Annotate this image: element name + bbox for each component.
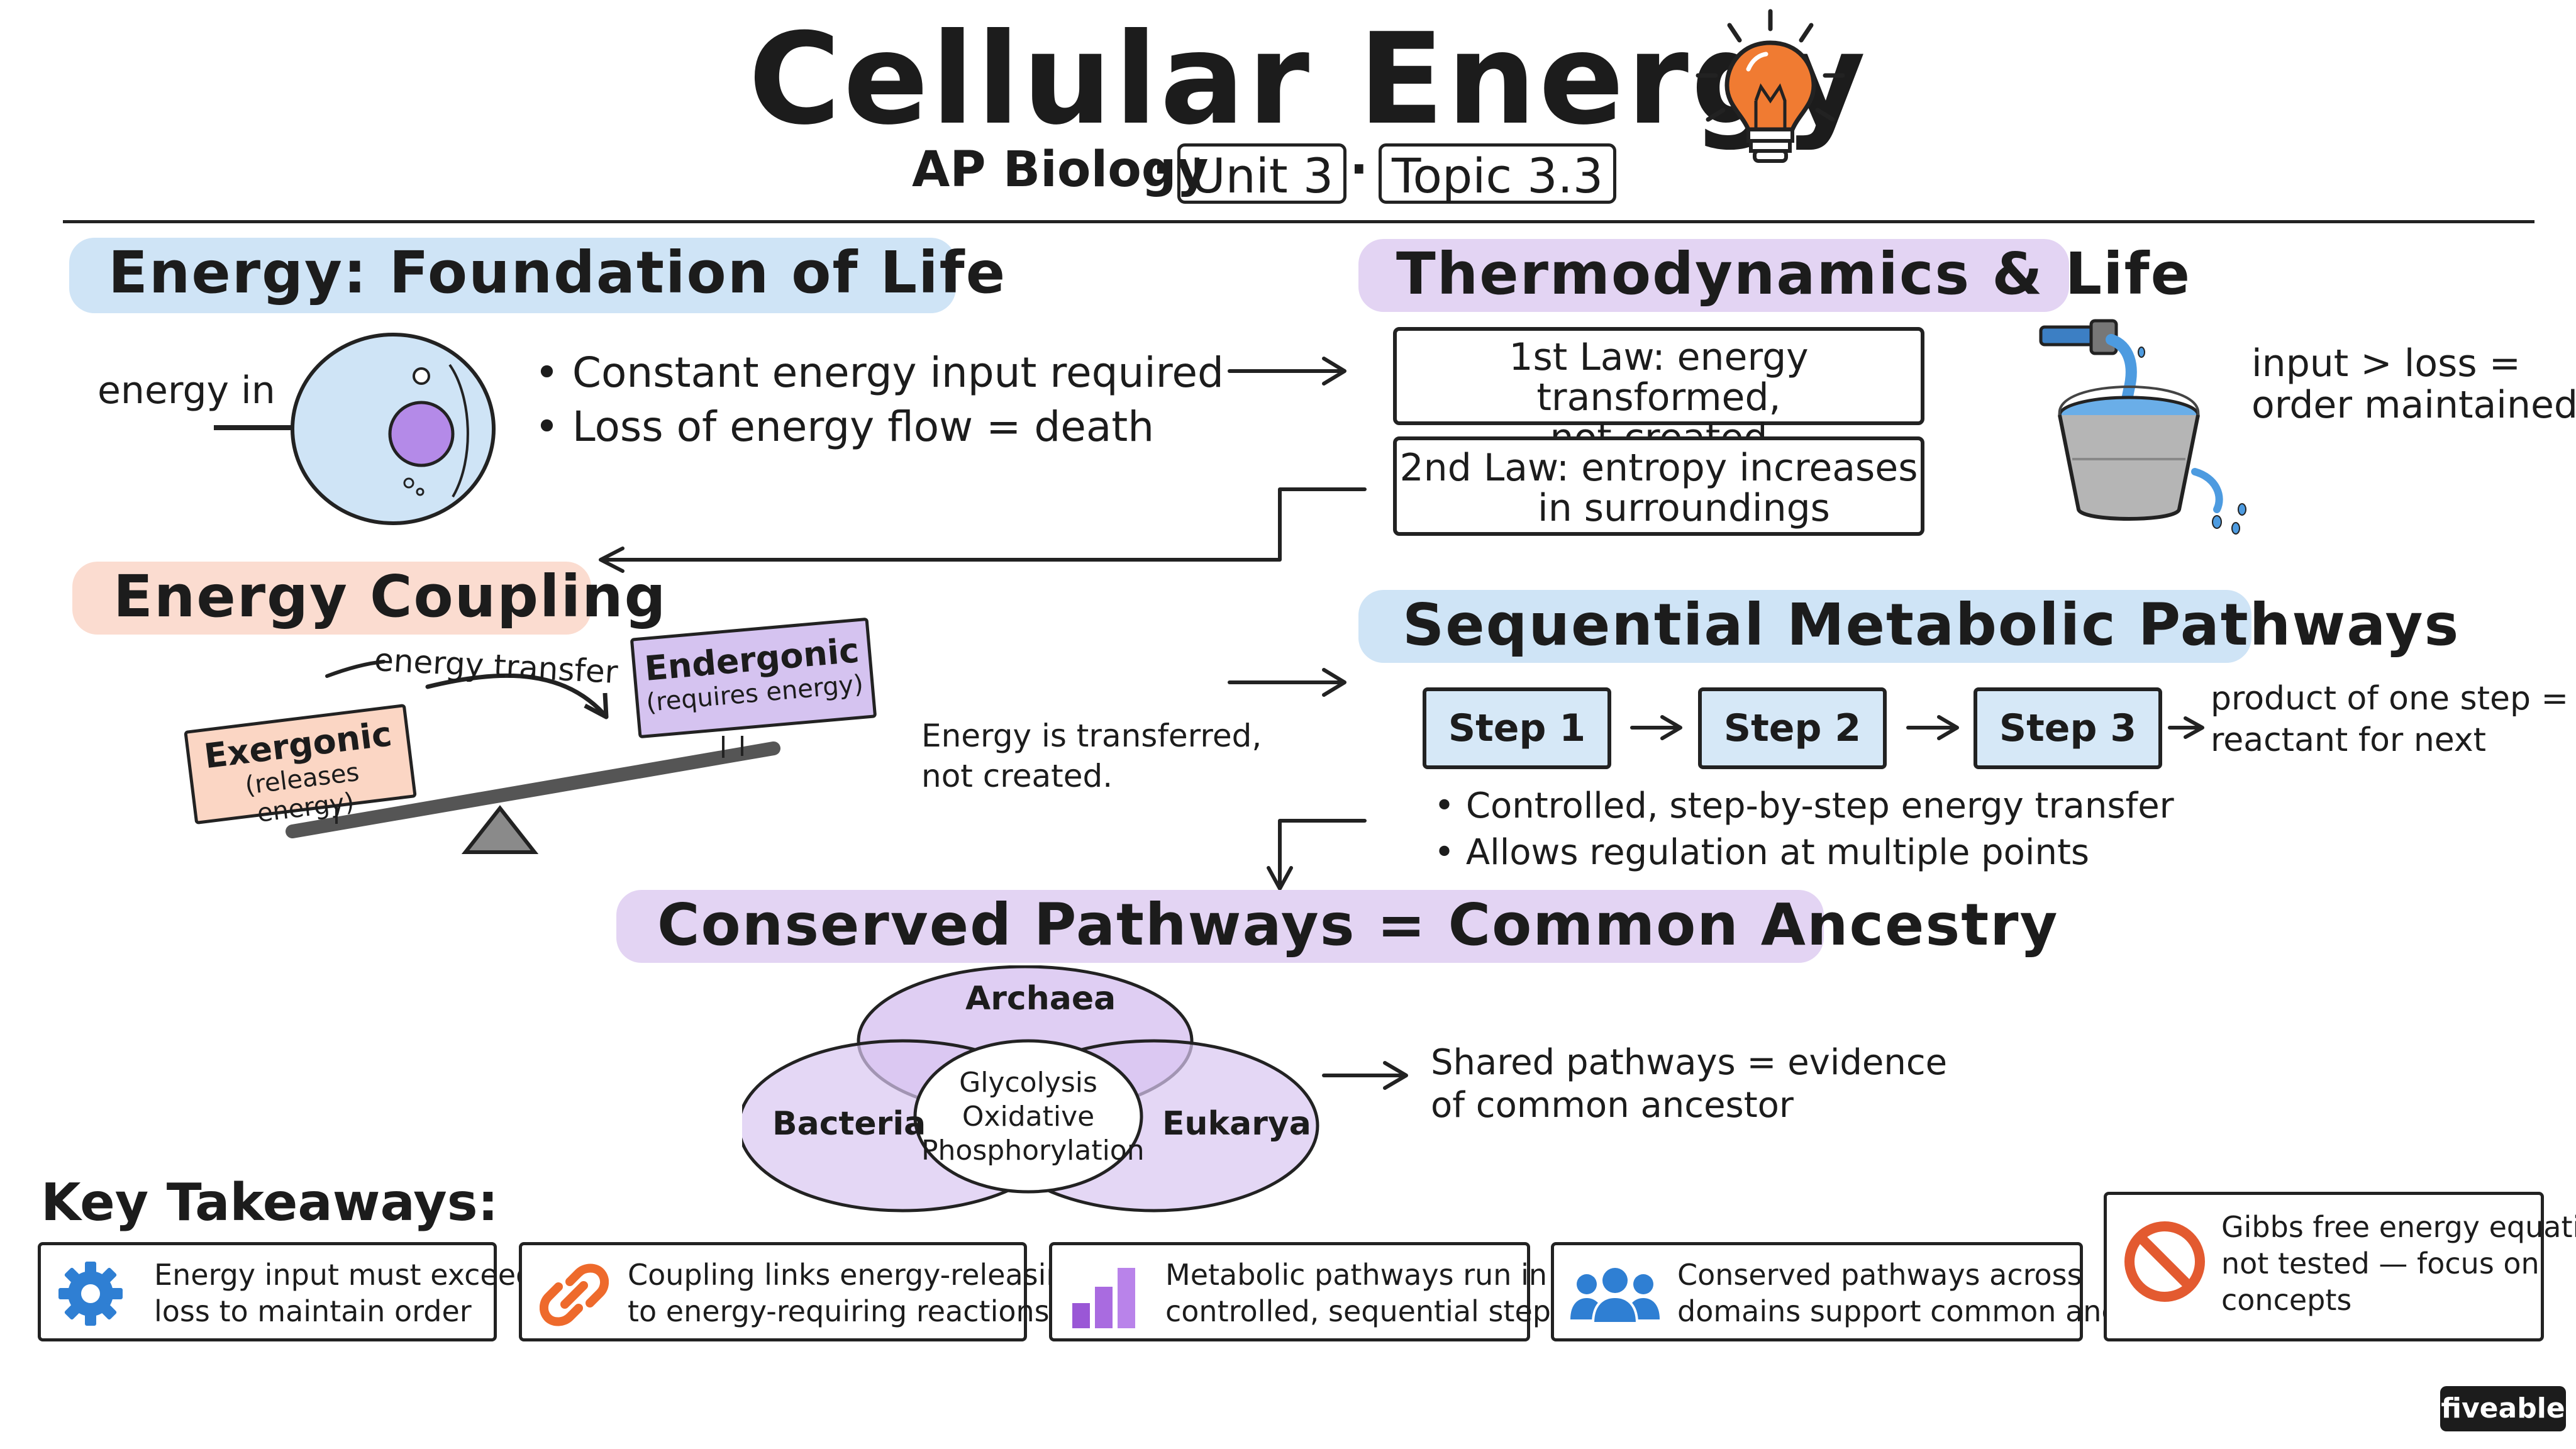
- thermo-note-line: input > loss =: [2251, 341, 2521, 386]
- coupling-note-line: Energy is transferred,: [921, 718, 1262, 754]
- conserved-note: Shared pathways = evidence of common anc…: [1431, 1041, 1947, 1127]
- second-law-box: 2nd Law: entropy increases in surroundin…: [1393, 436, 1924, 536]
- takeaway-line: Coupling links energy-releasing: [628, 1258, 1083, 1292]
- step-2-box: Step 2: [1698, 687, 1887, 769]
- thermo-note: input > loss = order maintained: [2251, 343, 2576, 426]
- venn-eukarya-label: Eukarya: [1162, 1105, 1311, 1143]
- venn-bacteria-label: Bacteria: [772, 1105, 926, 1143]
- takeaway-line: controlled, sequential steps: [1165, 1294, 1566, 1328]
- takeaway-line: Gibbs free energy equation: [2221, 1210, 2576, 1244]
- conserved-heading: Conserved Pathways = Common Ancestry: [657, 891, 2059, 958]
- sequential-bullet: Controlled, step-by-step energy transfer: [1434, 783, 2174, 830]
- thermo-heading-highlight: [1358, 239, 2069, 312]
- people-icon: [1570, 1268, 1660, 1324]
- takeaway-text: Coupling links energy-releasing to energ…: [628, 1257, 1083, 1330]
- coupling-note-line: not created.: [921, 758, 1113, 794]
- takeaway-text: Energy input must exceed loss to maintai…: [154, 1257, 534, 1330]
- product-note: product of one step = reactant for next: [2211, 678, 2568, 761]
- takeaway-text: Gibbs free energy equation not tested — …: [2221, 1209, 2576, 1318]
- brand-badge: fiveable: [2440, 1386, 2566, 1431]
- takeaway-line: loss to maintain order: [154, 1294, 472, 1328]
- step-3-box: Step 3: [1974, 687, 2162, 769]
- product-note-line: reactant for next: [2211, 721, 2487, 759]
- subtitle-separator: ·: [1350, 142, 1368, 198]
- sequential-heading: Sequential Metabolic Pathways: [1402, 591, 2460, 658]
- foundation-heading: Energy: Foundation of Life: [108, 239, 1007, 306]
- takeaway-card: Metabolic pathways run in controlled, se…: [1049, 1242, 1566, 1341]
- seesaw-diagram: [286, 660, 780, 854]
- venn-diagram: [742, 965, 1319, 1213]
- conserved-heading-highlight: [616, 890, 1824, 963]
- unit-badge: Unit 3: [1177, 143, 1347, 204]
- thermo-note-line: order maintained: [2251, 383, 2576, 427]
- first-law-box: 1st Law: energy transformed, not created: [1393, 327, 1924, 458]
- coupling-heading-highlight: [72, 562, 591, 635]
- venn-center-label: Glycolysis Oxidative Phosphorylation: [921, 1066, 1145, 1168]
- conserved-note-line: Shared pathways = evidence: [1431, 1042, 1948, 1083]
- takeaway-line: not tested — focus on: [2221, 1246, 2540, 1280]
- foundation-bullet: Constant energy input required: [535, 346, 1224, 400]
- second-law-line: in surroundings: [1538, 486, 1830, 530]
- venn-center-line: Glycolysis: [959, 1067, 1097, 1099]
- takeaway-card: Coupling links energy-releasing to energ…: [519, 1242, 1083, 1341]
- page-title: Cellular Energy: [748, 6, 1868, 153]
- coupling-heading: Energy Coupling: [113, 563, 667, 630]
- takeaway-line: concepts: [2221, 1283, 2352, 1317]
- takeaway-card: Conserved pathways across domains suppor…: [1551, 1242, 2190, 1341]
- gear-icon: [58, 1262, 123, 1326]
- topic-badge: Topic 3.3: [1379, 143, 1617, 204]
- faucet-bucket-icon: [2039, 319, 2246, 535]
- product-note-line: product of one step =: [2211, 680, 2569, 718]
- second-law-line: 2nd Law: entropy increases: [1399, 446, 1918, 490]
- sequential-bullet: Allows regulation at multiple points: [1434, 830, 2174, 876]
- takeaway-card: Energy input must exceed loss to maintai…: [38, 1242, 534, 1341]
- header-divider: [63, 220, 2534, 223]
- cell-diagram: [214, 333, 496, 525]
- takeaway-card: Gibbs free energy equation not tested — …: [2104, 1192, 2576, 1341]
- link-icon: [540, 1263, 609, 1326]
- takeaway-line: Energy input must exceed: [154, 1258, 535, 1292]
- foundation-bullets: Constant energy input required Loss of e…: [535, 346, 1224, 454]
- foundation-bullet: Loss of energy flow = death: [535, 400, 1224, 454]
- venn-archaea-label: Archaea: [965, 980, 1116, 1018]
- subtitle-separator: ·: [1152, 142, 1171, 198]
- lightbulb-icon: [1696, 9, 1845, 163]
- takeaway-line: to energy-requiring reactions: [628, 1294, 1050, 1328]
- sequential-bullets: Controlled, step-by-step energy transfer…: [1434, 783, 2174, 876]
- foundation-heading-highlight: [69, 238, 956, 313]
- energy-in-label: energy in: [97, 369, 275, 413]
- takeaway-line: Conserved pathways across: [1677, 1258, 2082, 1292]
- thermo-heading: Thermodynamics & Life: [1396, 240, 2192, 308]
- sequential-heading-highlight: [1358, 590, 2251, 663]
- bar-chart-icon: [1072, 1268, 1135, 1328]
- endergonic-card: Endergonic (requires energy): [630, 617, 877, 739]
- venn-center-line: Phosphorylation: [921, 1135, 1145, 1167]
- takeaway-line: Metabolic pathways run in: [1165, 1258, 1548, 1292]
- conserved-note-line: of common ancestor: [1431, 1085, 1794, 1126]
- takeaways-heading: Key Takeaways:: [41, 1173, 499, 1233]
- prohibited-icon: [2124, 1221, 2205, 1302]
- coupling-note: Energy is transferred, not created.: [921, 716, 1262, 796]
- subtitle-prefix: AP Biology: [912, 142, 1209, 198]
- step-1-box: Step 1: [1423, 687, 1611, 769]
- first-law-line: 1st Law: energy transformed,: [1509, 335, 1809, 419]
- venn-center-line: Oxidative: [962, 1101, 1095, 1133]
- takeaway-text: Metabolic pathways run in controlled, se…: [1165, 1257, 1566, 1330]
